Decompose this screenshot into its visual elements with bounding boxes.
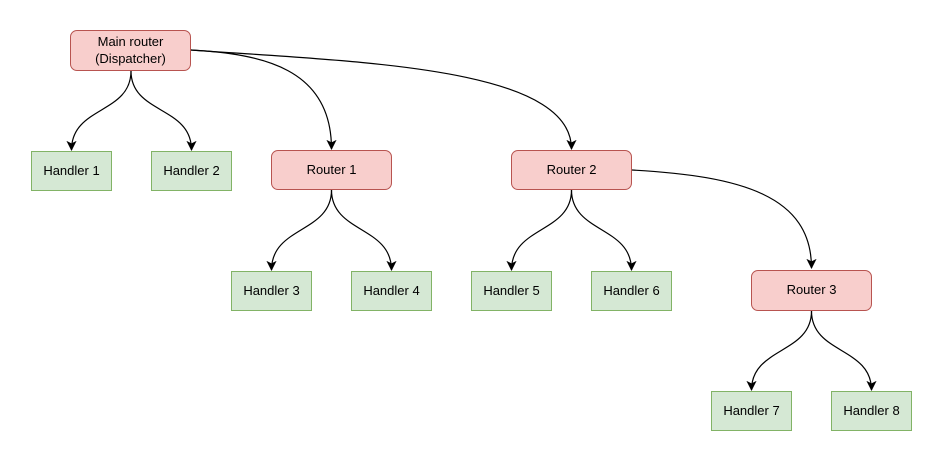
node-handler-3: Handler 3 bbox=[231, 271, 312, 311]
node-router-1: Router 1 bbox=[271, 150, 392, 190]
edge-router-2-to-router-3 bbox=[631, 169, 817, 270]
edge-router-2-to-handler-6 bbox=[570, 189, 637, 272]
node-main-router: Main router (Dispatcher) bbox=[70, 30, 191, 71]
node-handler-5-label: Handler 5 bbox=[483, 282, 540, 298]
edge-router-3-to-handler-8 bbox=[810, 310, 877, 392]
node-router-2: Router 2 bbox=[511, 150, 632, 190]
node-handler-2-label: Handler 2 bbox=[163, 162, 220, 178]
node-router-3-label: Router 3 bbox=[786, 282, 837, 298]
node-router-3: Router 3 bbox=[751, 270, 872, 311]
node-router-2-label: Router 2 bbox=[546, 161, 597, 177]
edge-router-1-to-handler-3 bbox=[266, 189, 333, 272]
node-handler-3-label: Handler 3 bbox=[243, 282, 300, 298]
node-handler-4: Handler 4 bbox=[351, 271, 432, 311]
node-handler-2: Handler 2 bbox=[151, 151, 232, 191]
node-handler-8: Handler 8 bbox=[831, 391, 912, 431]
node-handler-1-label: Handler 1 bbox=[43, 162, 100, 178]
edge-router-3-to-handler-7 bbox=[746, 310, 813, 392]
edge-main-to-router-1 bbox=[190, 49, 337, 151]
node-handler-7-label: Handler 7 bbox=[723, 402, 780, 418]
edge-router-1-to-handler-4 bbox=[330, 189, 397, 272]
node-handler-8-label: Handler 8 bbox=[843, 402, 900, 418]
node-handler-6: Handler 6 bbox=[591, 271, 672, 311]
edge-main-to-handler-2 bbox=[130, 70, 197, 152]
node-router-1-label: Router 1 bbox=[306, 161, 357, 177]
node-handler-6-label: Handler 6 bbox=[603, 282, 660, 298]
node-main-router-label: Main router (Dispatcher) bbox=[95, 34, 166, 66]
node-handler-7: Handler 7 bbox=[711, 391, 792, 431]
node-handler-5: Handler 5 bbox=[471, 271, 552, 311]
edge-main-to-handler-1 bbox=[66, 70, 132, 152]
edge-main-to-router-2 bbox=[190, 49, 577, 151]
node-handler-1: Handler 1 bbox=[31, 151, 112, 191]
node-handler-4-label: Handler 4 bbox=[363, 282, 420, 298]
edge-router-2-to-handler-5 bbox=[506, 189, 573, 272]
